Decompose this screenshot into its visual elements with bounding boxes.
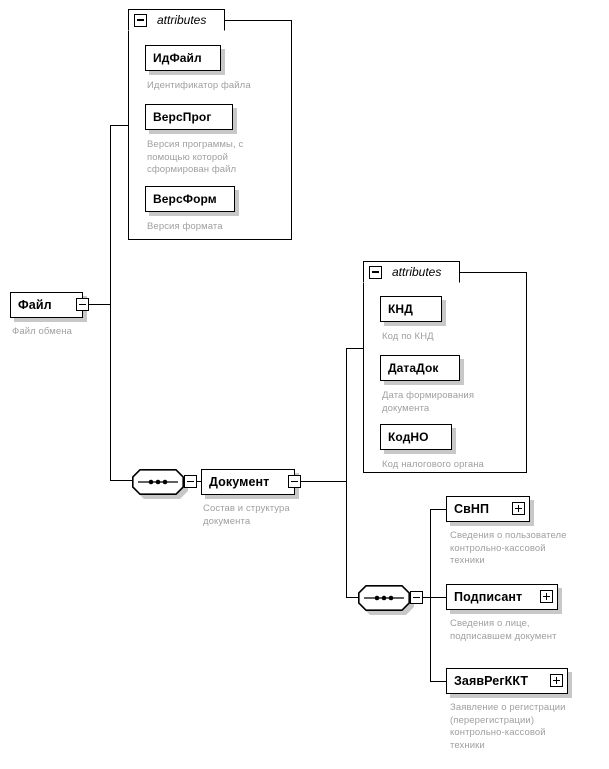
attr-label-kodno: КодНО (388, 430, 429, 444)
connector-sequence2-to-branch (423, 597, 431, 598)
sequence-connector-2[interactable] (358, 585, 410, 611)
connector-spine-to-sequence (110, 480, 133, 481)
attr-node-kodno[interactable]: КодНО (380, 424, 452, 450)
connector-root-to-spine (89, 304, 111, 305)
attr-caption-versprog: Версия программы, с помощью которой сфор… (147, 139, 244, 175)
child-caption-podpisant: Сведения о лице, подписавшем документ (450, 618, 557, 642)
attr-node-datadok[interactable]: ДатаДок (380, 355, 460, 381)
attr-caption-datadok: Дата формирования документа (382, 390, 475, 414)
connector-branch-to-podpisant (430, 597, 447, 598)
root-node-fail[interactable]: Файл (10, 292, 83, 318)
child-label-podpisant: Подписант (454, 589, 523, 604)
connector-spine2-to-sequence2 (346, 597, 358, 598)
document-node[interactable]: Документ (201, 469, 295, 495)
connector-branch-to-svnp (430, 509, 447, 510)
connector-document-to-spine2 (301, 481, 347, 482)
document-attributes-title: attributes (392, 265, 442, 279)
attr-node-versprog[interactable]: ВерсПрог (145, 104, 233, 130)
sequence-2-toggle-icon[interactable] (410, 591, 423, 604)
child-label-svnp: СвНП (454, 501, 490, 516)
root-attributes-title: attributes (157, 13, 207, 27)
document-attributes-header[interactable]: attributes (363, 261, 460, 283)
attr-label-knd: КНД (388, 302, 413, 316)
attr-node-versform[interactable]: ВерсФорм (145, 186, 235, 212)
root-node-caption: Файл обмена (12, 326, 72, 337)
root-attributes-header[interactable]: attributes (128, 9, 225, 31)
child-node-zayavregkkt[interactable]: ЗаявРегККТ (446, 668, 568, 694)
child-node-svnp[interactable]: СвНП (446, 496, 530, 522)
document-node-label: Документ (209, 474, 270, 489)
attr-label-idfail: ИдФайл (153, 51, 202, 65)
child-svnp-toggle-icon[interactable] (512, 502, 525, 515)
attr-caption-versform: Версия формата (147, 221, 223, 232)
connector-children-branch-spine (430, 509, 431, 681)
child-node-podpisant[interactable]: Подписант (446, 584, 558, 610)
sequence-connector-1[interactable] (132, 469, 184, 495)
attr-caption-kodno: Код налогового органа (382, 459, 484, 470)
connector-root-spine (110, 125, 111, 480)
child-caption-zayavregkkt: Заявление о регистрации (перерегистрации… (450, 702, 566, 751)
attr-caption-idfail: Идентификатор файла (147, 80, 251, 91)
attr-caption-knd: Код по КНД (382, 331, 434, 342)
connector-spine2-to-document-attributes (346, 348, 364, 349)
connector-document-spine2 (346, 348, 347, 598)
child-caption-svnp: Сведения о пользователе контрольно-кассо… (450, 530, 567, 566)
sequence-1-toggle-icon[interactable] (184, 475, 197, 488)
document-node-toggle-icon[interactable] (288, 475, 301, 488)
attr-label-versprog: ВерсПрог (153, 110, 212, 124)
root-node-label: Файл (18, 297, 52, 312)
child-label-zayavregkkt: ЗаявРегККТ (454, 673, 529, 688)
child-zayavregkkt-toggle-icon[interactable] (550, 674, 563, 687)
attr-node-idfail[interactable]: ИдФайл (145, 45, 221, 71)
connector-spine-to-root-attributes (110, 125, 129, 126)
connector-branch-to-zayavregkkt (430, 681, 447, 682)
attr-node-knd[interactable]: КНД (380, 296, 442, 322)
attr-label-versform: ВерсФорм (153, 192, 217, 206)
root-attributes-toggle-icon[interactable] (134, 13, 147, 27)
attr-label-datadok: ДатаДок (388, 361, 439, 375)
document-attributes-toggle-icon[interactable] (369, 265, 382, 279)
child-podpisant-toggle-icon[interactable] (540, 590, 553, 603)
document-node-caption: Состав и структура документа (203, 503, 290, 527)
root-node-toggle-icon[interactable] (76, 298, 89, 311)
